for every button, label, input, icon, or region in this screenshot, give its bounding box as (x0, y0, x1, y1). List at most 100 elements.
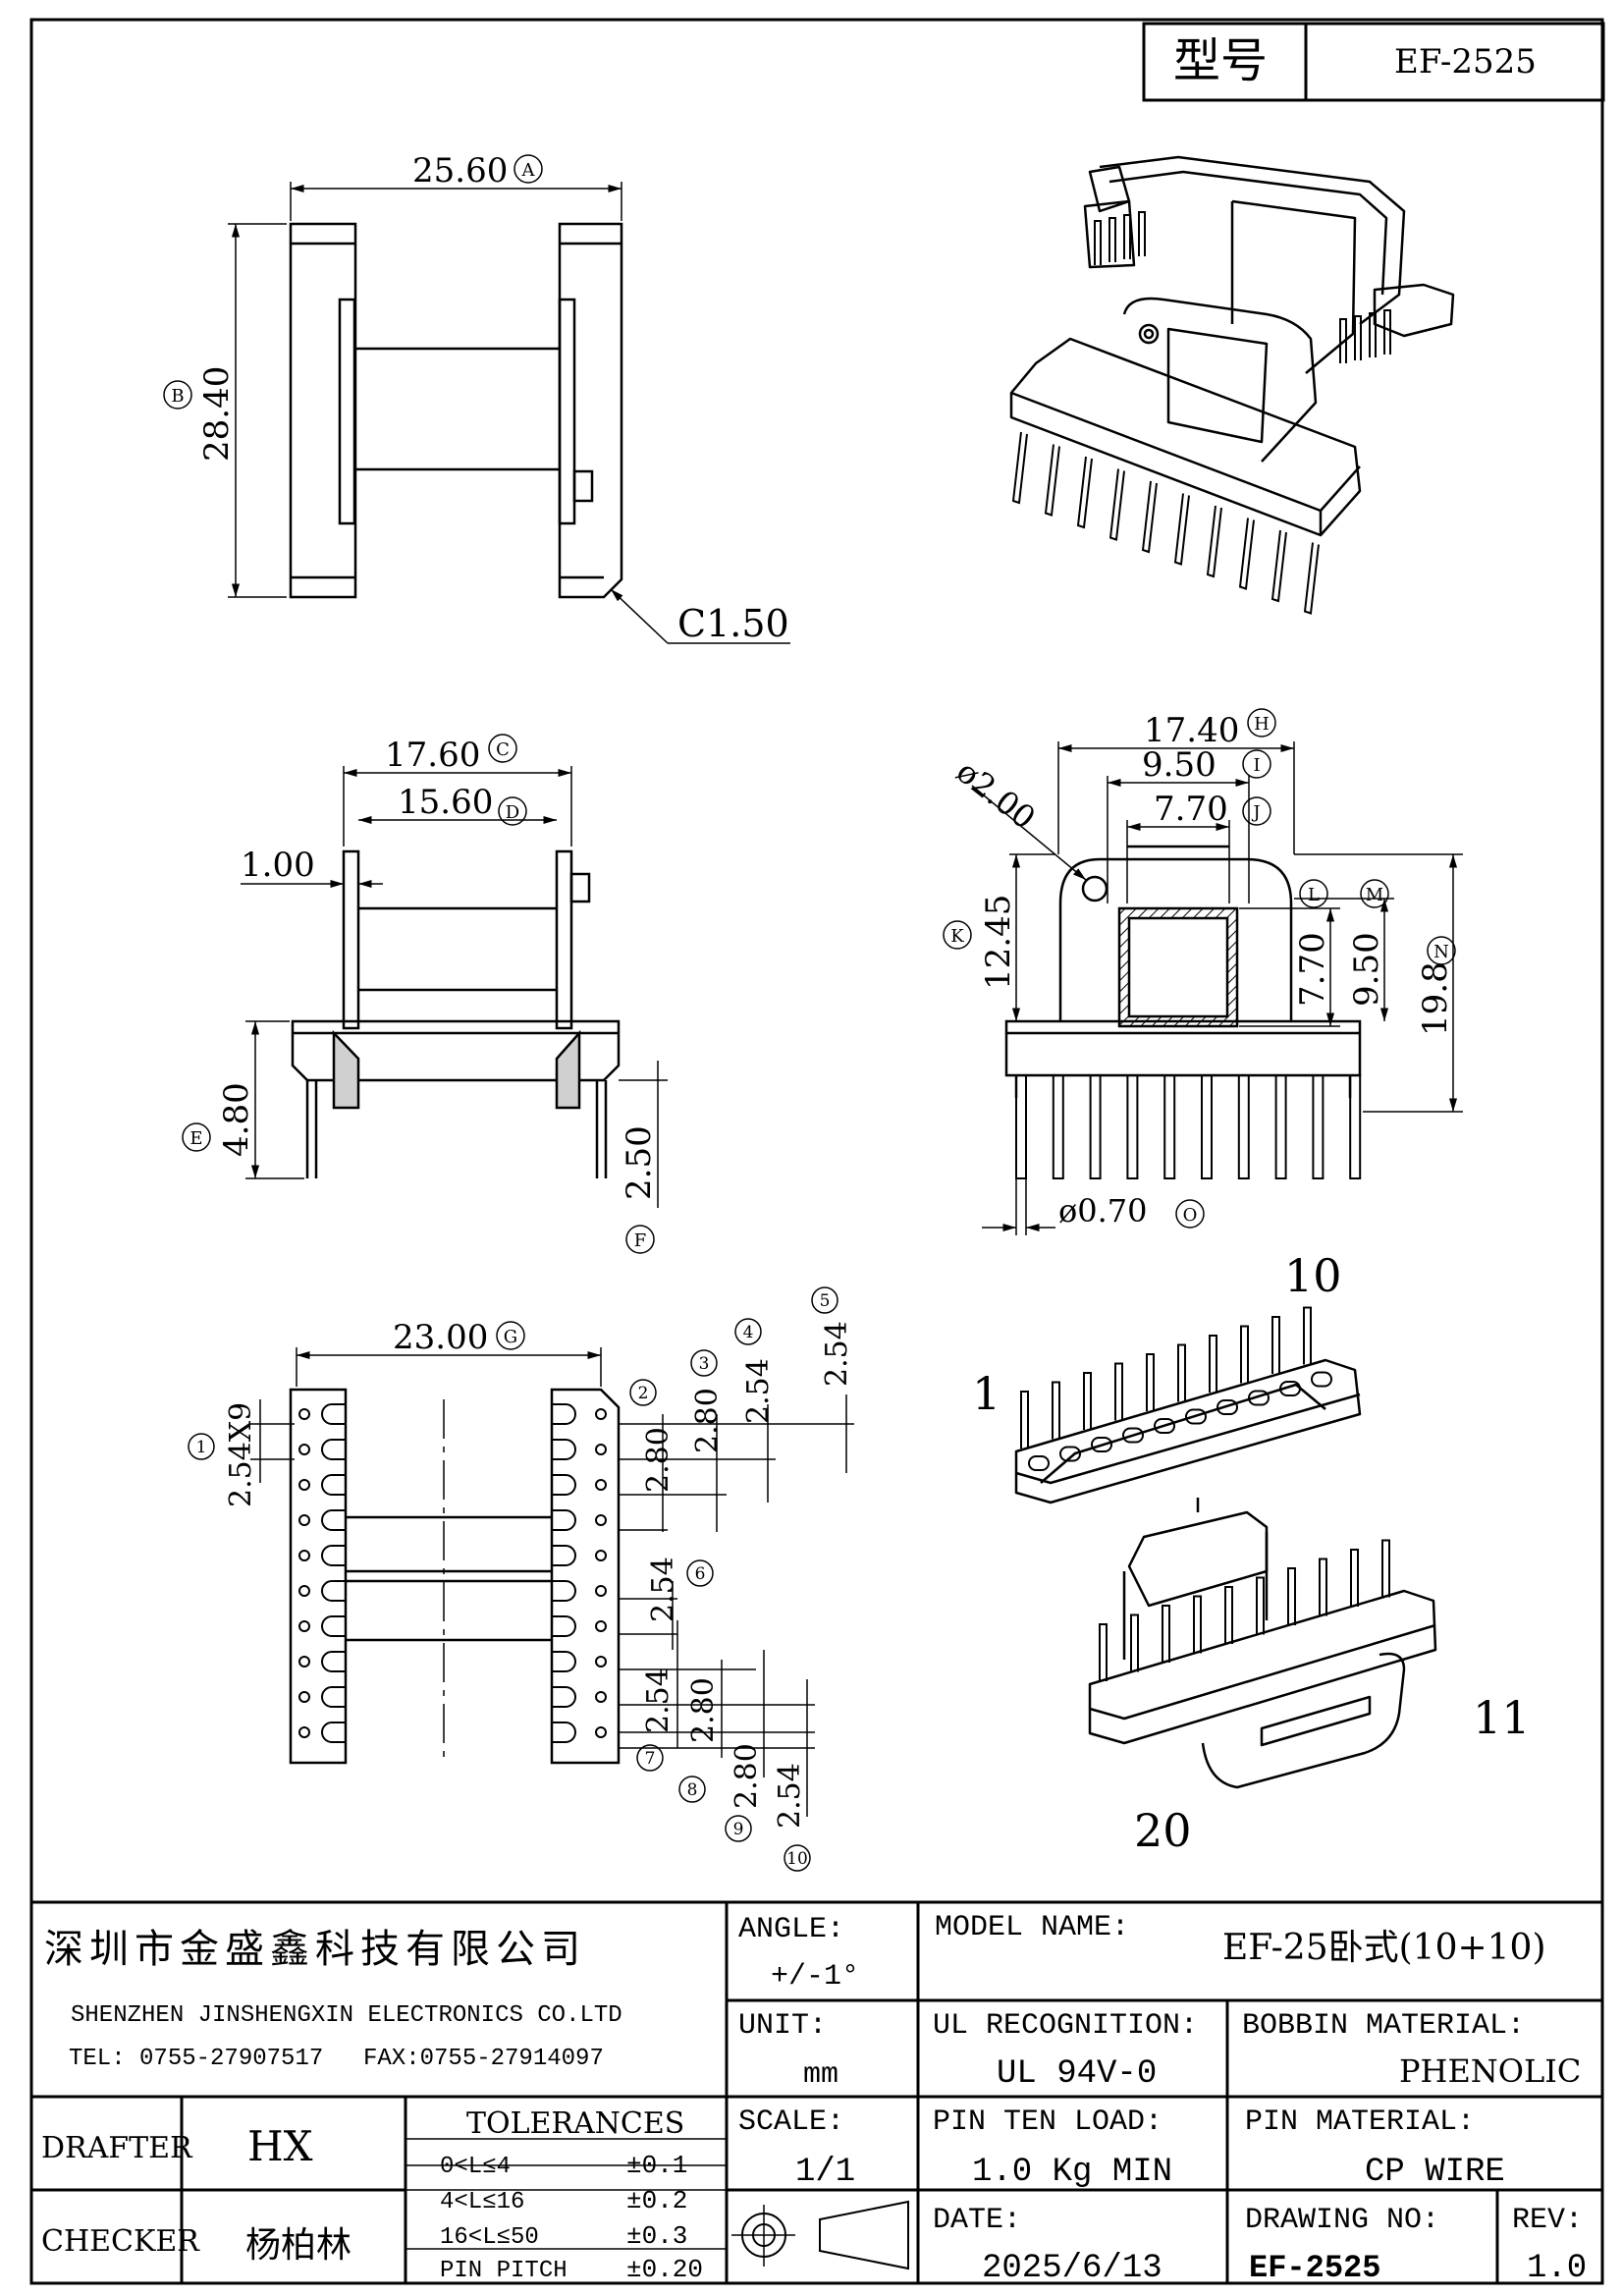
iso-bottom-slot-top (1028, 1455, 1050, 1471)
dim-O: ø0.70 O (982, 1178, 1205, 1235)
bottom-slot-left (321, 1651, 346, 1672)
iso-bottom-slot-top (1185, 1408, 1207, 1425)
iso-bottom-pin-bottom (1224, 1586, 1233, 1644)
pitch-1-value: 2.54X9 (224, 1402, 258, 1507)
bottom-pin-right (595, 1408, 607, 1420)
front-pin (1237, 1074, 1250, 1179)
iso-top-pin-bottom (1238, 518, 1255, 590)
bottom-pin-left (298, 1514, 310, 1526)
dim-H: 17.40 H (1057, 708, 1295, 854)
pitch-9-value: 2.80 (730, 1743, 764, 1809)
iso-bottom-pin-bottom (1099, 1623, 1108, 1681)
bottom-pin-right (595, 1726, 607, 1738)
dim-M-tag: M (1366, 885, 1383, 905)
date-label: DATE: (933, 2204, 1021, 2237)
bottom-slot-right (552, 1651, 576, 1672)
dim-C-value: 17.60 (385, 736, 480, 775)
bottom-pin-left (298, 1726, 310, 1738)
front-pin (1312, 1074, 1325, 1179)
iso-bottom-pin-top (1209, 1335, 1217, 1393)
dim-wall: 1.00 (241, 846, 383, 889)
bottom-pin-left (298, 1550, 310, 1561)
checker-label: CHECKER (41, 2224, 200, 2259)
bottom-view (289, 1388, 621, 1765)
bottom-slot-left (321, 1545, 346, 1566)
pitch-10-value: 2.54 (773, 1763, 807, 1829)
company-name-en: SHENZHEN JINSHENGXIN ELECTRONICS CO.LTD (71, 2002, 622, 2029)
dim-J-tag: J (1251, 802, 1260, 823)
pitch-5-tag: 5 (820, 1291, 831, 1311)
dim-K: 12.45 K (943, 853, 1055, 1021)
tolerance-value-3: ±0.3 (626, 2221, 687, 2251)
sheet-border (29, 18, 1604, 2285)
dim-chamfer-value: C1.50 (677, 602, 789, 645)
tolerance-range-4: PIN PITCH (440, 2258, 568, 2284)
iso-bottom-pin-top (1052, 1381, 1060, 1440)
pitch-7-tag: 7 (645, 1749, 656, 1769)
dim-L-tag: L (1308, 885, 1320, 905)
pitch-labels: 2.54X9 1 2 2.80 2.80 3 2.54 4 2.54 5 2.5… (188, 1286, 854, 1872)
dim-O-value: ø0.70 (1058, 1192, 1148, 1230)
dim-C: 17.60 C (343, 734, 572, 847)
pitch-4-tag: 4 (743, 1323, 754, 1342)
rev-value: 1.0 (1527, 2250, 1587, 2287)
iso-bottom-pin-top (1083, 1372, 1092, 1430)
tolerance-value-1: ±0.1 (626, 2151, 687, 2180)
bottom-pin-left (298, 1479, 310, 1491)
bottom-pin-right (595, 1514, 607, 1526)
front-pins (1015, 1074, 1362, 1179)
front-pin (1163, 1074, 1176, 1179)
iso-bottom-pin-top (1240, 1325, 1249, 1384)
dim-B-tag: B (171, 386, 184, 407)
bottom-slot-right (552, 1474, 576, 1496)
iso-bottom-pin-bottom (1319, 1558, 1327, 1616)
bottom-pin-right (595, 1444, 607, 1455)
pitch-6-value: 2.54 (646, 1557, 680, 1622)
pin-number-labels: 10 1 11 20 (972, 1249, 1531, 1857)
isometric-view-top (1009, 155, 1455, 537)
bottom-pin-right (595, 1691, 607, 1703)
pitch-9-tag: 9 (733, 1820, 744, 1839)
tolerance-range-2: 4<L≤16 (440, 2189, 524, 2215)
iso-bottom-pin-bottom (1350, 1549, 1359, 1607)
iso-bottom-slot-top (1311, 1371, 1332, 1388)
unit-label: UNIT: (738, 2009, 827, 2043)
dim-hole-value: ø2.00 (949, 752, 1043, 837)
bottom-slot-left (321, 1686, 346, 1708)
checker-value: 杨柏林 (245, 2225, 351, 2266)
model-name-value: EF-25卧式(10+10) (1222, 1928, 1546, 1968)
iso-top-pin-back (1123, 214, 1131, 259)
tolerance-range-3: 16<L≤50 (440, 2224, 539, 2251)
front-pin (1052, 1074, 1064, 1179)
dim-A: 25.60 A (290, 151, 622, 221)
iso-bottom-slot-top (1091, 1437, 1112, 1452)
iso-bottom-slot-top (1059, 1446, 1081, 1462)
bottom-slot-left (321, 1509, 346, 1531)
bottom-pin-right (595, 1479, 607, 1491)
dim-F-tag: F (634, 1230, 647, 1251)
iso-bottom-pin-top (1114, 1362, 1123, 1421)
iso-bottom-slot-top (1279, 1381, 1301, 1396)
date-value: 2025/6/13 (982, 2250, 1162, 2287)
pin-label-1: 1 (972, 1367, 1000, 1420)
bottom-pins (298, 1403, 607, 1743)
pitch-3-value: 2.80 (690, 1388, 725, 1453)
iso-bottom-slot-top (1248, 1390, 1270, 1406)
pitch-2-value: 2.80 (641, 1427, 676, 1493)
dim-M-value: 9.50 (1347, 932, 1386, 1007)
iso-bottom-pin-top (1146, 1353, 1155, 1411)
front-pin (1349, 1074, 1362, 1179)
bottom-pin-left (298, 1620, 310, 1632)
pitch-2-tag: 2 (638, 1384, 649, 1403)
tolerance-value-4: ±0.20 (626, 2255, 703, 2284)
dim-D-value: 15.60 (398, 783, 493, 822)
dim-I-value: 9.50 (1142, 745, 1216, 785)
unit-value: mm (803, 2058, 838, 2092)
dim-B: 28.40 B (163, 223, 287, 598)
dim-wall-value: 1.00 (241, 846, 315, 885)
title-block (31, 1900, 1602, 2283)
iso-top-pin-front (1339, 318, 1347, 363)
dim-H-tag: H (1254, 714, 1270, 735)
pin-load-value: 1.0 Kg MIN (972, 2154, 1172, 2191)
